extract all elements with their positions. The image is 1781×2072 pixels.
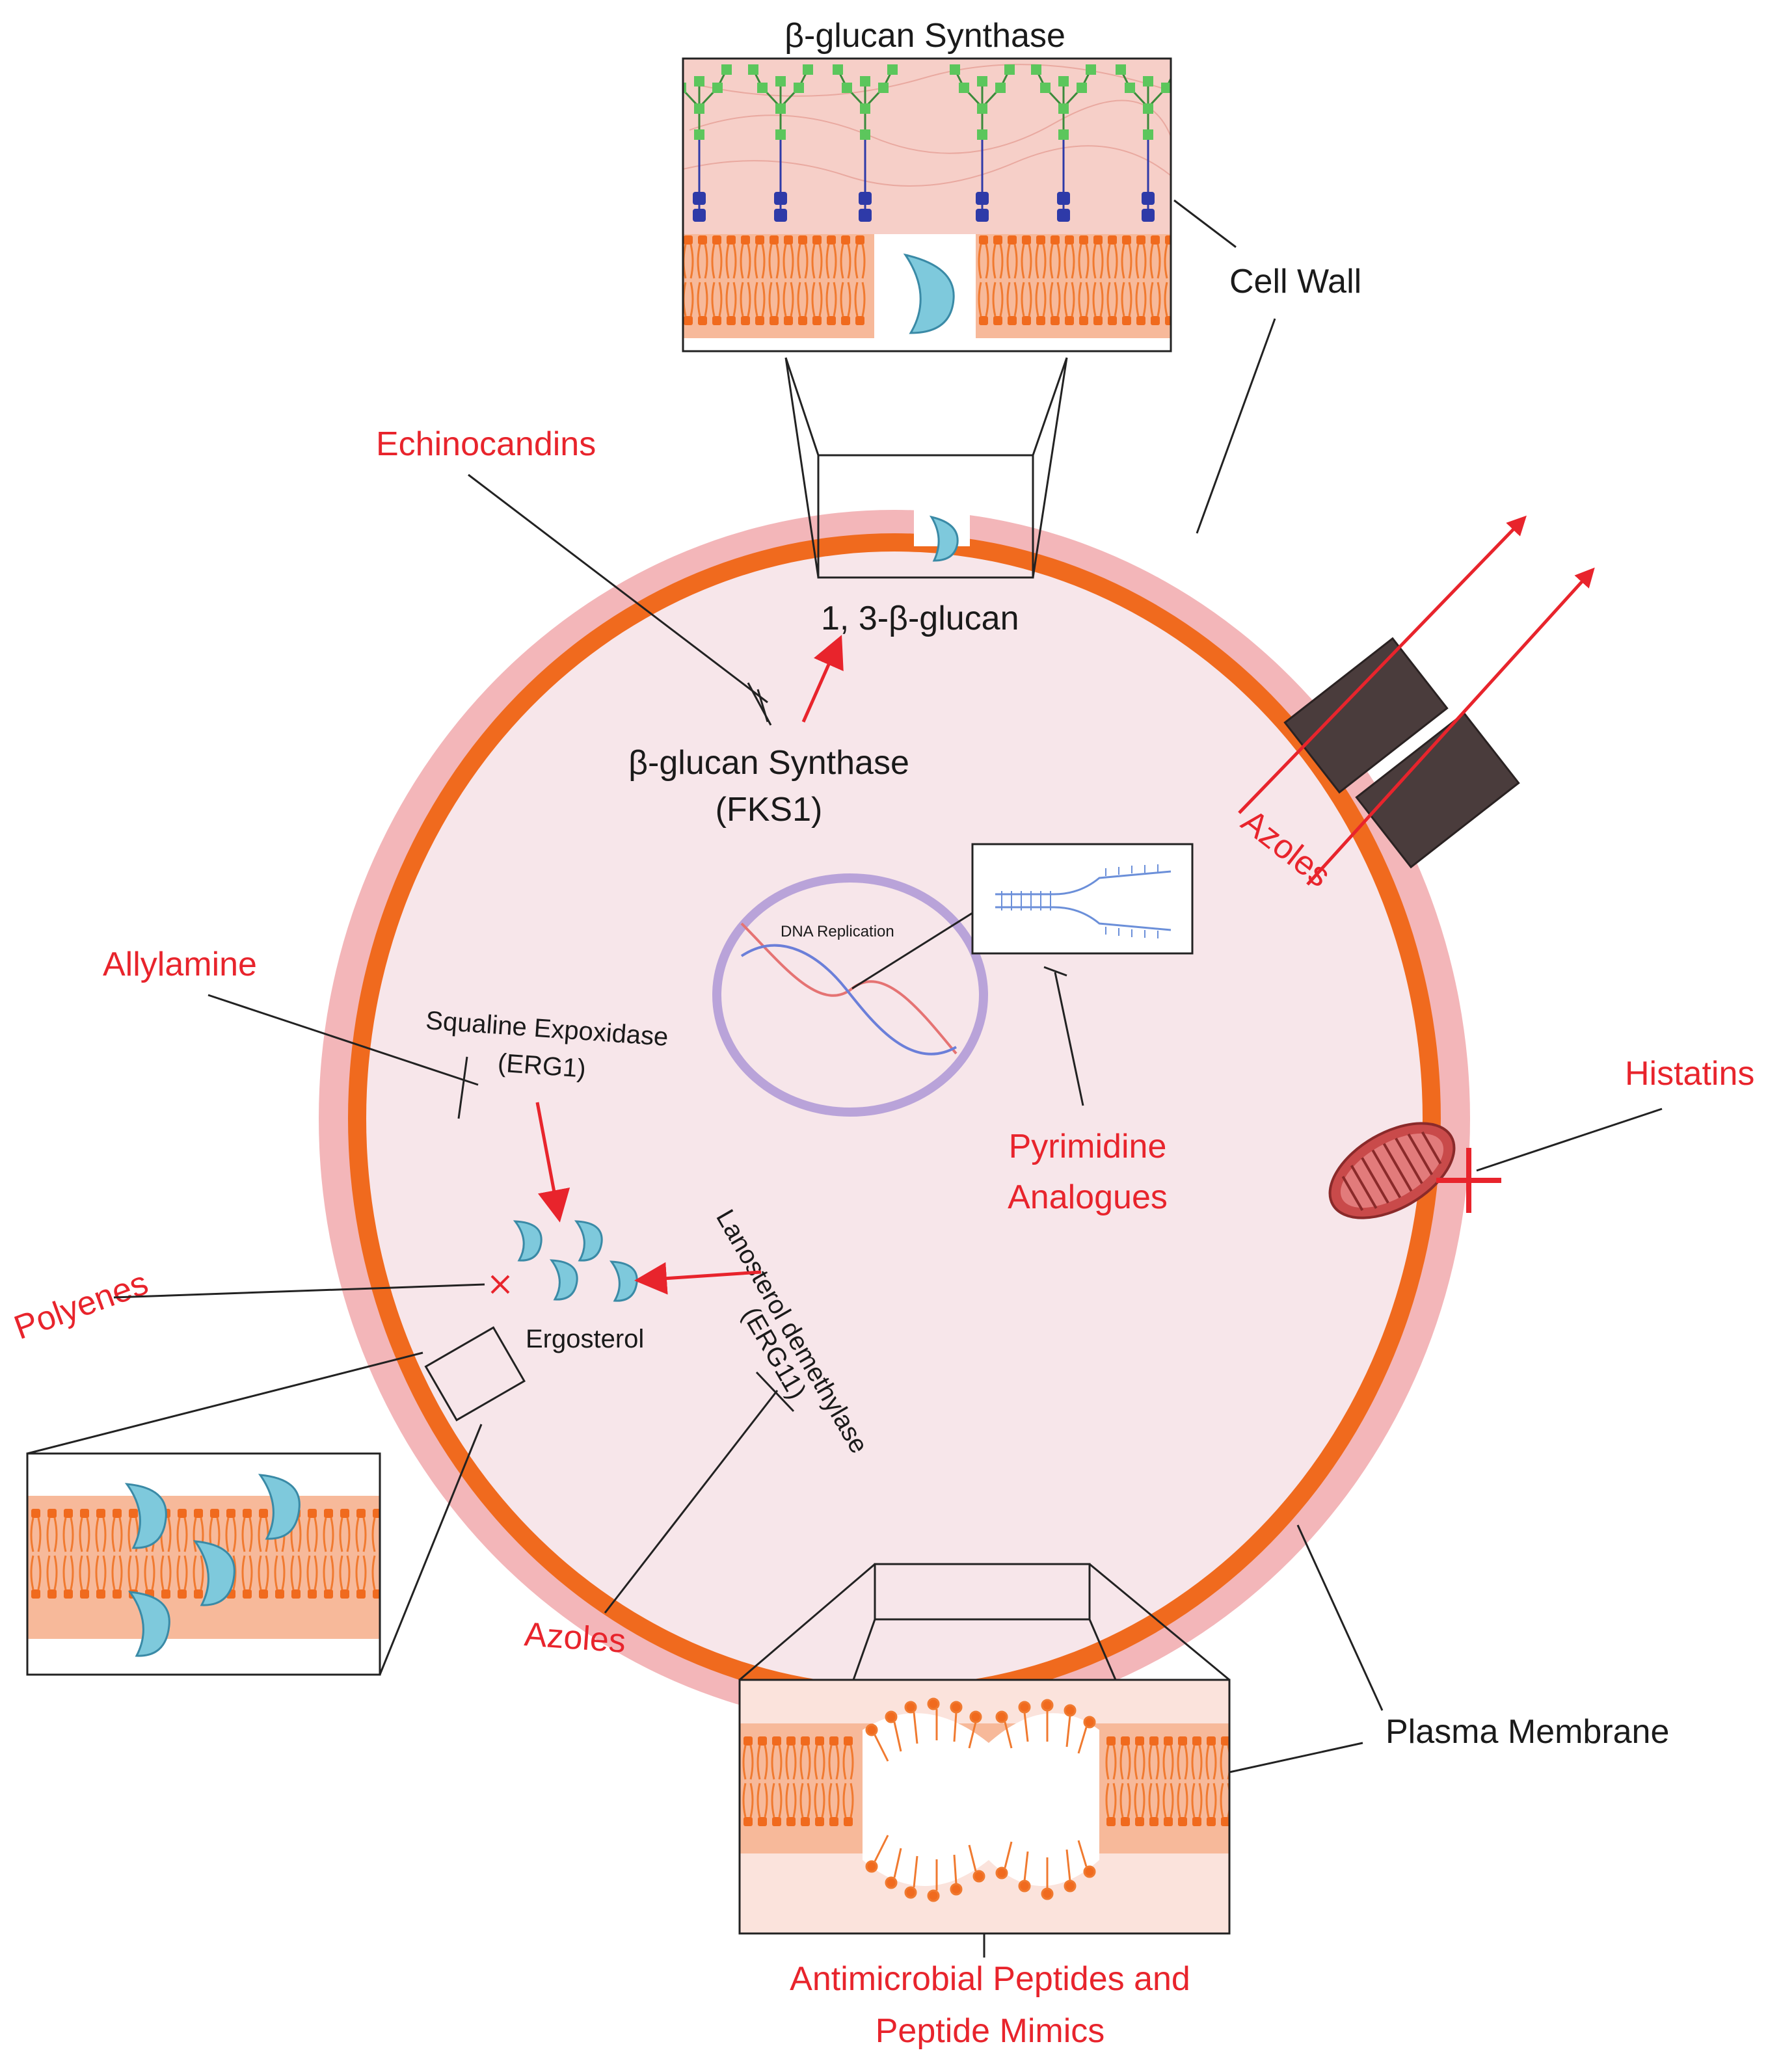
pyrimidine-label-line1: Pyrimidine (1009, 1128, 1167, 1165)
dna-replication-label: DNA Replication (781, 923, 894, 940)
polyenes-label: Polyenes (9, 1264, 153, 1348)
mitochondrion (1328, 1122, 1456, 1219)
cytoplasm (366, 551, 1423, 1686)
synthase-label-line2: (FKS1) (716, 791, 823, 829)
azoles-erg11-label: Azoles (523, 1615, 627, 1660)
dna-fork-box (971, 843, 1194, 955)
pyrimidine-label-line2: Analogues (1008, 1178, 1168, 1216)
efflux-pump-1 (1283, 637, 1449, 794)
top-inset-cell-wall (682, 57, 1172, 352)
amp-label-line1: Antimicrobial Peptides and (790, 1960, 1190, 1998)
squalene-label-line2: (ERG1) (497, 1048, 587, 1083)
amp-label-line2: Peptide Mimics (876, 2012, 1105, 2050)
glucan-product-label: 1, 3-β-glucan (821, 600, 1019, 637)
ergosterol-cluster (513, 1220, 638, 1302)
efflux-pump-2 (1355, 711, 1520, 869)
efflux-arrow-1 (1238, 515, 1527, 814)
dna-strand-blue (740, 944, 957, 1056)
polyenes-block-mark (490, 1275, 510, 1294)
ergosterol-label: Ergosterol (526, 1325, 644, 1353)
histatins-label: Histatins (1625, 1055, 1754, 1093)
top-inset-title: β-glucan Synthase (784, 17, 1065, 55)
glucan-synthase-small (929, 515, 959, 562)
membrane-zoom-box-bottom (874, 1563, 1091, 1621)
echinocandins-label: Echinocandins (376, 425, 596, 463)
histatins-plus-mark (1436, 1148, 1501, 1213)
membrane-zoom-box-left (424, 1326, 526, 1422)
left-inset-membrane (26, 1452, 381, 1676)
synthase-label-line1: β-glucan Synthase (628, 744, 909, 782)
allylamine-label: Allylamine (103, 946, 257, 983)
plasma-membrane-label: Plasma Membrane (1386, 1713, 1669, 1751)
cell-wall-label: Cell Wall (1229, 263, 1361, 300)
dna-fork (995, 864, 1172, 938)
bottom-inset-pore (738, 1679, 1231, 1935)
efflux-arrow-2 (1306, 567, 1595, 886)
glucan-synthase-large (903, 253, 955, 334)
fungal-cell (319, 501, 1470, 1727)
cell-wall-zoom-box (817, 454, 1034, 579)
